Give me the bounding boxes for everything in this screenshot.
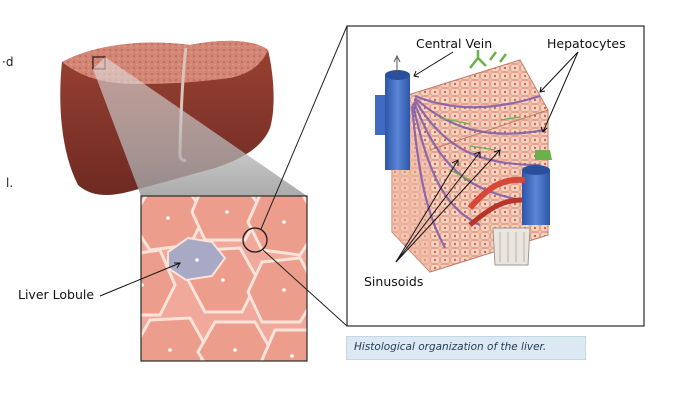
edge-text-fragment-1: ·d	[2, 55, 14, 69]
detail-panel	[346, 25, 645, 327]
magnify-circle	[242, 227, 268, 253]
zoom-beam	[93, 57, 307, 196]
figure-caption: Histological organization of the liver.	[346, 336, 586, 360]
hepatic-artery	[467, 176, 526, 210]
label-liver-lobule: Liver Lobule	[18, 287, 95, 302]
label-arrows	[395, 51, 579, 263]
connector-top	[260, 25, 348, 230]
label-hepatocytes: Hepatocytes	[547, 36, 626, 51]
lymph-vessel	[492, 227, 531, 266]
connector-bottom	[262, 249, 348, 327]
label-sinusoids: Sinusoids	[364, 274, 424, 289]
portal-vein	[522, 170, 550, 225]
caption-text: Histological organization of the liver.	[354, 341, 547, 353]
label-central-vein: Central Vein	[416, 36, 493, 51]
edge-text-fragment-2: l.	[6, 176, 14, 190]
lobule-panel	[140, 195, 308, 362]
bile-canaliculi	[439, 116, 521, 181]
lobule-arrow	[99, 262, 181, 297]
sinusoid-channels	[410, 94, 546, 249]
central-vein	[385, 75, 410, 170]
